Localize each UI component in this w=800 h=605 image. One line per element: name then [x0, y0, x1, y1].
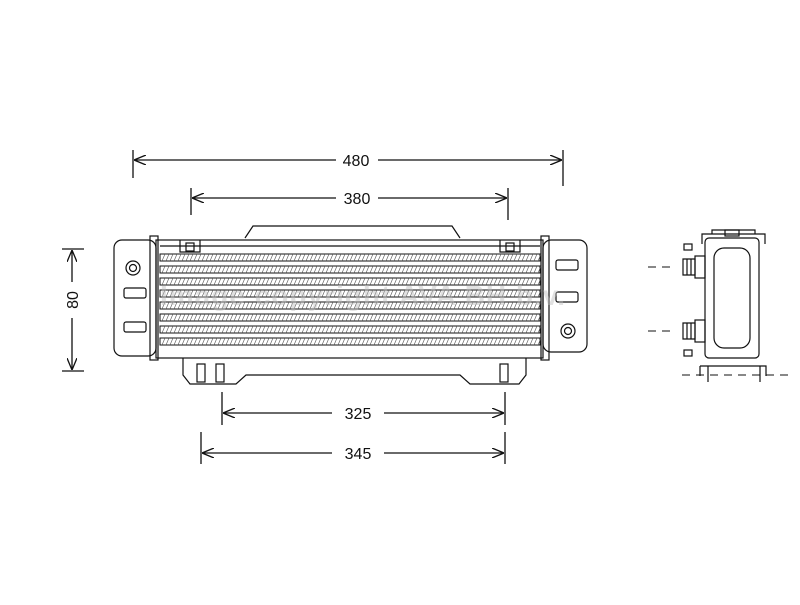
dimension-label-345: 345 — [345, 446, 372, 463]
fin-hatching — [161, 325, 542, 334]
watermark-text: Image copyright AVA BH b.v. — [160, 280, 566, 311]
dimension-label-80: 80 — [65, 291, 82, 309]
mount-hole-right — [560, 323, 576, 339]
fin-row — [159, 265, 541, 274]
fin-row — [159, 325, 541, 334]
side-fitting-upper — [694, 255, 706, 279]
dimension-mount-inner — [221, 392, 506, 425]
fin-hatching — [161, 289, 542, 298]
fin-hatching — [161, 253, 542, 262]
fin-hatching — [161, 265, 542, 274]
side-view-centerlines — [648, 266, 790, 376]
mount-hole-left — [125, 260, 141, 276]
dimension-mount-outer — [200, 432, 506, 464]
fin-hatching — [161, 277, 542, 286]
fin-hatching — [161, 337, 542, 346]
fin-hatching — [161, 301, 542, 310]
dimension-overall-length — [132, 150, 564, 186]
dimension-label-325: 325 — [345, 406, 372, 423]
cooler-fin-rows — [159, 253, 542, 346]
mount-foot-left-a — [196, 363, 206, 383]
fin-row — [159, 313, 541, 322]
fin-row — [159, 253, 541, 262]
side-body — [704, 237, 760, 359]
dimension-core-length — [190, 188, 509, 220]
mount-foot-right — [499, 363, 509, 383]
cooler-front-view — [113, 225, 588, 385]
cooler-side-view — [682, 229, 767, 382]
fin-row — [159, 337, 541, 346]
side-fitting-lower — [694, 319, 706, 343]
mount-foot-left-b — [215, 363, 225, 383]
dimension-height — [62, 248, 84, 372]
fin-hatching — [161, 313, 542, 322]
dimension-label-480: 480 — [343, 153, 370, 170]
dimension-label-380: 380 — [344, 191, 371, 208]
